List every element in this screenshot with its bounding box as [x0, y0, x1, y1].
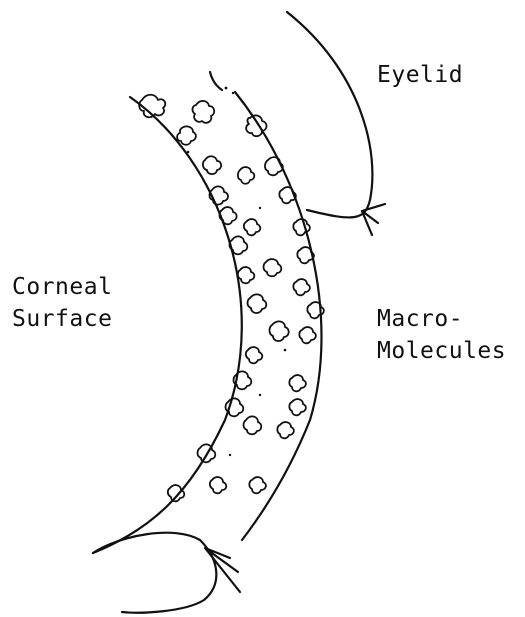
macromolecule-blob — [299, 327, 316, 343]
corneal-surface-label: Corneal Surface — [12, 271, 112, 335]
macromolecule-blob — [192, 101, 214, 123]
eyelid-upper-lashes — [362, 204, 385, 235]
corneal-surface-label-line2: Surface — [12, 303, 112, 335]
macromolecule-blob — [289, 399, 306, 415]
macromolecules-label-line2: Molecules — [377, 335, 506, 367]
macromolecule-blob — [264, 259, 282, 276]
macromolecule-blob — [289, 375, 306, 391]
macromolecule-blob — [246, 347, 262, 363]
macromolecule-blob — [293, 279, 310, 295]
macromolecule-blob — [177, 126, 196, 144]
eyelid-label: Eyelid — [377, 59, 463, 91]
macromolecule-blob — [270, 321, 289, 341]
eyelid-label-text: Eyelid — [377, 62, 463, 88]
macromolecule-blob — [238, 267, 254, 283]
corneal-surface-curve — [93, 97, 242, 553]
macromolecule-blob — [244, 219, 260, 235]
macromolecule-blob — [168, 485, 184, 501]
macromolecule-blob — [244, 416, 262, 434]
macromolecule-blob — [210, 477, 226, 493]
macromolecule-blob — [265, 157, 283, 175]
macromolecule-blob — [249, 477, 266, 493]
macromolecule-blob — [203, 156, 221, 174]
macromolecule-blob — [248, 294, 267, 313]
macromolecules-label: Macro- Molecules — [377, 303, 506, 367]
film-top-cap — [210, 72, 222, 90]
macromolecules-label-line1: Macro- — [377, 303, 506, 335]
macromolecules — [139, 87, 324, 502]
eyelid-upper-curve — [287, 12, 372, 217]
eyelid-lower-lashes — [205, 548, 240, 592]
macromolecule-blob — [238, 167, 254, 184]
macromolecule-blob — [277, 422, 294, 438]
corneal-surface-label-line1: Corneal — [12, 271, 112, 303]
